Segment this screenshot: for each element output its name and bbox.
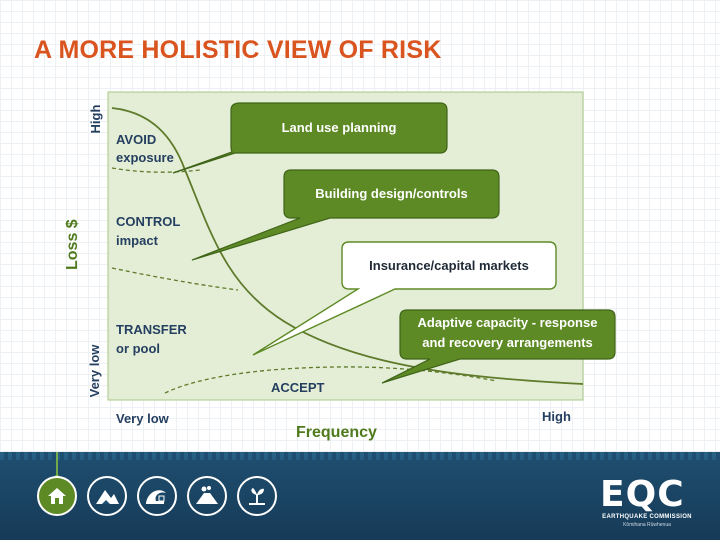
- callout-land-use-text: Land use planning: [281, 120, 397, 135]
- y-axis-high-label: High: [88, 104, 103, 134]
- zone-transfer-sublabel: or pool: [116, 341, 161, 356]
- avoid-boundary: [111, 167, 201, 173]
- zone-avoid-label: AVOID: [116, 132, 157, 147]
- tsunami-icon[interactable]: [137, 476, 177, 516]
- slide-title: A MORE HOLISTIC VIEW OF RISK: [34, 36, 442, 64]
- callout-adaptive-text-line2: and recovery arrangements: [422, 335, 593, 350]
- callout-insurance: [252, 241, 557, 356]
- risk-diagram: [107, 91, 616, 401]
- callout-adaptive-text-line1: Adaptive capacity - response: [417, 315, 598, 330]
- callout-building: [191, 169, 500, 261]
- zone-accept-label: ACCEPT: [271, 380, 325, 395]
- zone-transfer-label: TRANSFER: [116, 322, 187, 337]
- zone-control-sublabel: impact: [116, 233, 158, 248]
- control-boundary: [111, 267, 239, 291]
- eqc-logo: EQC: [600, 474, 685, 515]
- x-axis-title: Frequency: [296, 424, 377, 441]
- footer-stripe: [0, 452, 720, 460]
- storm-icon[interactable]: [237, 476, 277, 516]
- landslide-icon[interactable]: [87, 476, 127, 516]
- eqc-logo-line1: EARTHQUAKE COMMISSION: [602, 514, 692, 520]
- volcano-icon[interactable]: [187, 476, 227, 516]
- zone-avoid-sublabel: exposure: [116, 150, 174, 165]
- callout-building-text: Building design/controls: [315, 186, 468, 201]
- callout-land-use: [172, 102, 448, 174]
- eqc-logo-line2: Kōmihana Rūwhenua: [623, 522, 671, 528]
- transfer-boundary: [164, 366, 498, 394]
- risk-curve: [111, 107, 584, 385]
- y-axis-title: Loss $: [64, 219, 81, 270]
- callout-adaptive: [381, 309, 616, 384]
- x-axis-high-label: High: [542, 409, 571, 424]
- callout-insurance-text: Insurance/capital markets: [369, 257, 529, 273]
- y-axis-low-label: Very low: [87, 344, 102, 398]
- x-axis-low-label: Very low: [116, 411, 169, 426]
- zone-control-label: CONTROL: [116, 214, 181, 229]
- house-icon[interactable]: [37, 476, 77, 516]
